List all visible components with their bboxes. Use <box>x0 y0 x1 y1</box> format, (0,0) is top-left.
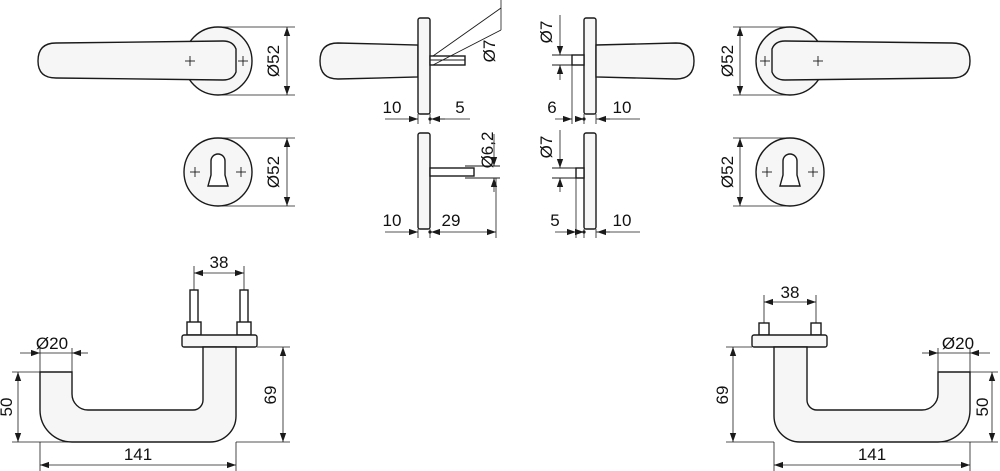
dimension-label: Ø7 <box>537 21 556 44</box>
fixing-pin <box>429 167 475 177</box>
escutcheon-plate <box>417 132 431 230</box>
side-view-escutcheon-c: Ø6,2 10 29 <box>383 132 500 238</box>
screw-mark-icon <box>760 56 770 66</box>
dimension-escutcheon-diameter: Ø52 <box>218 137 295 207</box>
dimension-label: 29 <box>442 211 461 230</box>
dimension-label: 69 <box>713 386 732 405</box>
fixing-pin <box>429 55 466 66</box>
dimension-label: Ø20 <box>36 334 68 353</box>
screw-mark-icon <box>185 56 195 66</box>
lever-grip <box>771 40 971 81</box>
dimension-label: 6 <box>547 98 556 117</box>
pin-collar <box>758 322 770 336</box>
screw-mark-icon <box>236 167 246 177</box>
dimension-depth: 50 <box>938 371 998 443</box>
escutcheon-right: Ø52 <box>718 137 825 207</box>
dimension-label: Ø52 <box>264 45 283 77</box>
dimension-side-a: 10 5 <box>383 98 470 124</box>
screw-mark-icon <box>813 56 823 66</box>
dimension-pin-spacing: 38 <box>763 283 817 323</box>
lever-body <box>773 346 971 443</box>
screw-mark-icon <box>762 167 772 177</box>
pin-collar <box>236 321 252 336</box>
dimension-label: 38 <box>781 283 800 302</box>
dimension-side-b: 6 10 <box>547 65 640 124</box>
screw-mark-icon <box>190 167 200 177</box>
dimension-length: 141 <box>773 442 971 471</box>
lever-grip <box>319 42 419 80</box>
dimension-label: 141 <box>124 445 152 464</box>
rose-plate <box>417 17 431 115</box>
dimension-label: 50 <box>0 398 16 417</box>
dimension-label: 5 <box>550 211 559 230</box>
keyhole-icon <box>779 153 801 187</box>
rose-plate <box>181 334 258 348</box>
side-view-rose-b: Ø7 6 10 <box>537 15 695 124</box>
fixing-pin <box>575 167 585 179</box>
leader-line <box>432 29 502 66</box>
dimension-label: 10 <box>383 211 402 230</box>
dimension-height: 69 <box>713 346 774 443</box>
dimension-label: 10 <box>613 98 632 117</box>
dimension-pin-spacing: 38 <box>193 253 245 290</box>
side-view-escutcheon-d: Ø7 5 10 <box>537 130 640 238</box>
lever-top-view-left: 38 Ø20 50 69 141 <box>0 253 290 471</box>
lever-on-rose-left: Ø52 <box>37 26 295 96</box>
dimension-grip-diameter: Ø20 <box>20 334 88 372</box>
dimension-label: Ø20 <box>942 334 974 353</box>
leader-line <box>432 7 502 57</box>
screw-mark-icon <box>238 56 248 66</box>
dimension-label: 10 <box>383 98 402 117</box>
screw-mark-icon <box>808 167 818 177</box>
dimension-side-c: 10 29 <box>383 178 497 238</box>
lever-body <box>39 346 237 443</box>
lever-on-rose-right: Ø52 <box>718 26 971 96</box>
dimension-label: Ø52 <box>264 156 283 188</box>
dimension-label: 10 <box>613 211 632 230</box>
dimension-label: Ø6,2 <box>478 132 497 169</box>
dimension-label: Ø52 <box>718 156 737 188</box>
pin-collar <box>186 321 202 336</box>
keyhole-icon <box>207 153 229 187</box>
dimension-rose-diameter: Ø52 <box>718 26 790 96</box>
side-view-rose-a: Ø7 10 5 <box>319 0 502 124</box>
dimension-depth: 50 <box>0 371 72 443</box>
escutcheon-left: Ø52 <box>183 137 295 207</box>
fixing-pin <box>571 54 585 66</box>
dimension-side-d: 5 10 <box>550 178 640 238</box>
dimension-height: 69 <box>236 346 290 443</box>
dimension-grip-diameter: Ø20 <box>922 334 990 372</box>
rose-plate <box>751 334 828 348</box>
dimension-rose-diameter: Ø52 <box>218 26 295 96</box>
dimension-label: 5 <box>455 98 464 117</box>
pin-collar <box>810 322 822 336</box>
dimension-label: 50 <box>973 398 992 417</box>
lever-top-view-right: 38 Ø20 50 69 141 <box>713 283 998 471</box>
dimension-label: 141 <box>858 445 886 464</box>
dimension-label: Ø7 <box>480 40 499 63</box>
dimension-label: Ø52 <box>718 45 737 77</box>
escutcheon-plate <box>583 132 597 230</box>
dimension-label: 69 <box>261 386 280 405</box>
dimension-label: Ø7 <box>537 136 556 159</box>
dimension-label: 38 <box>210 253 229 272</box>
lever-grip <box>595 42 695 80</box>
dimension-length: 141 <box>39 442 237 471</box>
dimension-escutcheon-diameter: Ø52 <box>718 137 790 207</box>
rose-plate <box>583 17 597 115</box>
lever-grip <box>37 40 237 81</box>
